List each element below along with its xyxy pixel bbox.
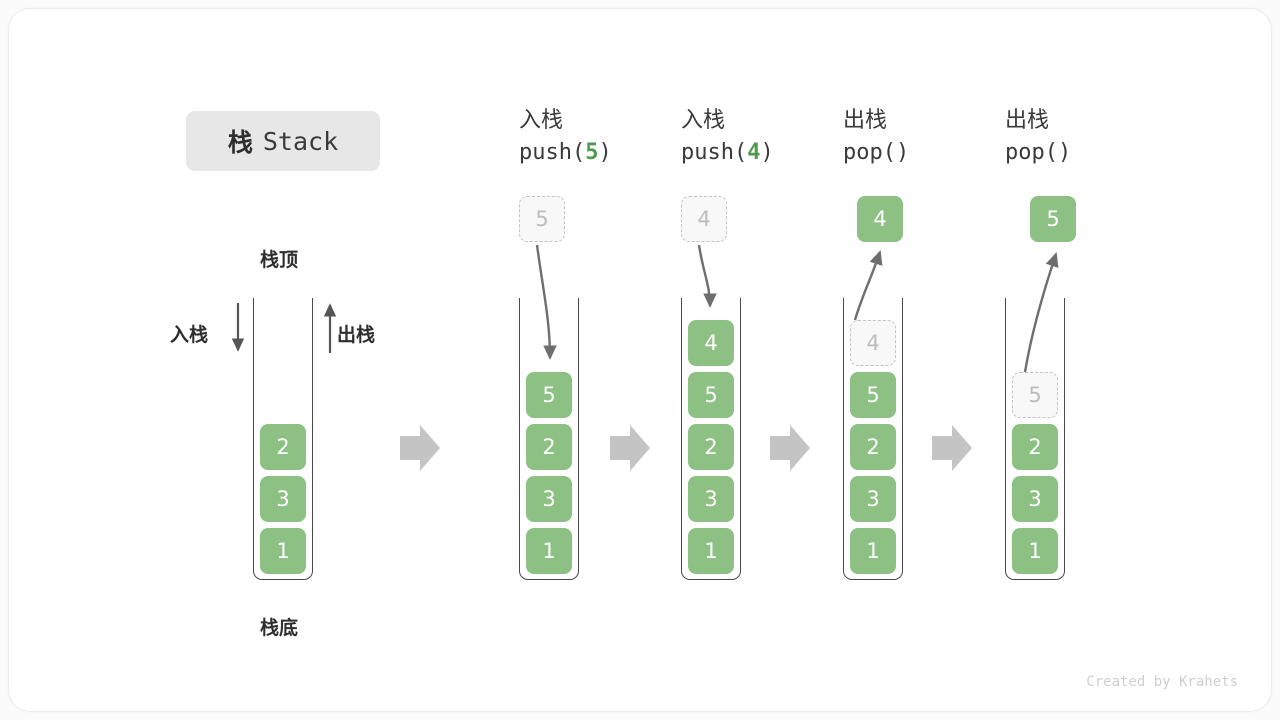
stack-cell: 1: [1012, 528, 1058, 574]
operation-name-cn: 出栈: [1005, 108, 1050, 133]
figure-credit: Created by Krahets: [1086, 674, 1238, 690]
figure-title-en: Stack: [262, 126, 339, 156]
stack-cell: 2: [1012, 424, 1058, 470]
pop-side-label: 出栈: [337, 324, 376, 346]
floating-popped-cell: 5: [1030, 196, 1076, 242]
floating-ghost-cell: 4: [681, 196, 727, 242]
stack-column-pop-4: 出栈 pop() 4 4 5 2 3 1: [794, 0, 954, 720]
operation-label-push-5: 入栈 push(5): [519, 105, 612, 169]
stack-top-label: 栈顶: [260, 249, 299, 271]
operation-label-pop-1: 出栈 pop(): [843, 105, 909, 169]
code-suffix: ): [760, 140, 774, 165]
stack-cell: 5: [526, 372, 572, 418]
stack-column-initial: 栈顶 栈底 入栈 出栈 2 3 1: [170, 0, 375, 720]
code-prefix: push(: [519, 140, 586, 165]
code-prefix: pop(: [1005, 140, 1058, 165]
stack-cell: 3: [260, 476, 306, 522]
stack-cell: 2: [260, 424, 306, 470]
stack-cell: 3: [526, 476, 572, 522]
stack-container: [253, 298, 313, 580]
code-suffix: ): [598, 140, 612, 165]
stack-cell: 1: [260, 528, 306, 574]
stack-cell: 5: [688, 372, 734, 418]
stack-cell: 1: [526, 528, 572, 574]
stack-cell: 2: [850, 424, 896, 470]
stack-container: [843, 298, 903, 580]
floating-popped-cell: 4: [857, 196, 903, 242]
code-argument: 5: [585, 140, 599, 165]
push-side-label: 入栈: [170, 324, 209, 346]
stack-cell: 1: [850, 528, 896, 574]
code-suffix: ): [1057, 140, 1072, 165]
operation-code: pop(): [843, 136, 909, 169]
stack-column-push-4: 入栈 push(4) 4 4 5 2 3 1: [632, 0, 792, 720]
stack-column-push-5: 入栈 push(5) 5 5 2 3 1: [470, 0, 630, 720]
stack-cell: 5: [850, 372, 896, 418]
code-prefix: push(: [681, 140, 748, 165]
operation-label-push-4: 入栈 push(4): [681, 105, 774, 169]
code-suffix: ): [895, 140, 910, 165]
stack-container: [1005, 298, 1065, 580]
stack-cell: 2: [688, 424, 734, 470]
operation-name-cn: 入栈: [681, 108, 726, 133]
stack-ghost-cell: 5: [1012, 372, 1058, 418]
stack-cell: 3: [688, 476, 734, 522]
operation-code: push(5): [519, 136, 612, 169]
code-prefix: pop(: [843, 140, 896, 165]
stack-ghost-cell: 4: [850, 320, 896, 366]
stack-bottom-label: 栈底: [260, 617, 299, 639]
stack-cell: 3: [1012, 476, 1058, 522]
figure-title-cn: 栈: [227, 128, 253, 157]
stack-container: [681, 298, 741, 580]
floating-ghost-cell: 5: [519, 196, 565, 242]
stack-cell: 4: [688, 320, 734, 366]
operation-code: pop(): [1005, 136, 1071, 169]
operation-name-cn: 入栈: [519, 108, 564, 133]
operation-name-cn: 出栈: [843, 108, 888, 133]
operation-label-pop-2: 出栈 pop(): [1005, 105, 1071, 169]
figure-title-badge: 栈 Stack: [186, 111, 380, 171]
stack-cell: 2: [526, 424, 572, 470]
stack-cell: 3: [850, 476, 896, 522]
stack-cell: 1: [688, 528, 734, 574]
code-argument: 4: [747, 140, 761, 165]
stack-column-pop-5: 出栈 pop() 5 5 2 3 1: [956, 0, 1116, 720]
stack-container: [519, 298, 579, 580]
operation-code: push(4): [681, 136, 774, 169]
